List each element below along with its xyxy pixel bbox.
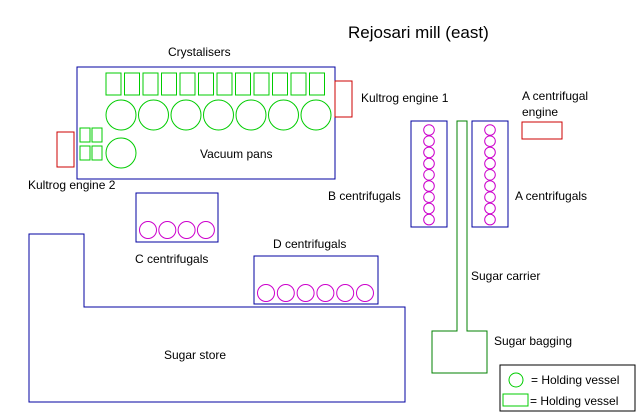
b-centrifugals-building [410,120,448,228]
vacuum-pan [170,99,202,131]
vacuum-pan [235,99,267,131]
crystaliser-tank [79,145,91,161]
b-centrifugals-label: B centrifugals [328,189,401,203]
vacuum-pan [203,99,234,131]
centrifugal [484,191,496,203]
centrifugal [484,169,496,181]
centrifugal [276,284,295,302]
centrifugal [356,284,374,302]
a-centrifugal-engine-label-line1: A centrifugal [522,89,588,103]
a-centrifugal-engine-label-line2: engine [522,105,558,119]
c-centrifugals-building [135,192,219,243]
d-centrifugals-building [253,255,379,305]
centrifugal [336,284,355,302]
centrifugal [177,221,196,239]
d-centrifugals-label: D centrifugals [273,237,346,251]
a-centrifugals-label: A centrifugals [515,189,587,203]
small-vacuum-pan [105,137,137,169]
c-centrifugals-label: C centrifugals [135,252,208,266]
legend-rect-symbol [502,393,529,407]
vacuum-pans-label: Vacuum pans [200,147,273,161]
centrifugal [158,221,177,239]
centrifugal [423,191,435,203]
centrifugal [139,221,157,239]
centrifugal [296,284,315,302]
centrifugal [484,124,496,136]
crystaliser-building [76,66,336,180]
legend: = Holding vessel = Holding vessel [499,364,636,412]
vacuum-pan [300,99,332,131]
crystaliser-tank [235,72,251,96]
crystaliser-tank [216,72,233,96]
crystaliser-tank [309,72,325,96]
sugar-carrier [431,120,488,374]
centrifugal [423,213,435,226]
crystaliser-row [105,72,325,96]
a-centrifugal-column [484,124,496,226]
legend-circle-symbol [508,372,524,388]
kultrog-engine-2 [56,131,75,168]
sugar-bagging-label: Sugar bagging [494,334,572,348]
centrifugal [484,146,496,159]
legend-circle-label: = Holding vessel [531,373,619,387]
legend-rect-label: = Holding vessel [530,394,618,408]
centrifugal [423,180,435,192]
centrifugal [423,124,435,136]
crystaliser-tank [91,145,103,161]
centrifugal [423,135,435,147]
b-centrifugal-column [423,124,435,226]
centrifugal [484,157,496,170]
crystaliser-tank [198,72,214,96]
legend-box [499,364,636,412]
crystaliser-tank [91,127,103,143]
centrifugal [257,284,275,302]
vacuum-pan [138,99,169,131]
a-centrifugal-engine [521,121,563,140]
crystaliser-tank [79,127,91,143]
sugar-carrier-label: Sugar carrier [471,269,540,283]
crystaliser-tank [253,72,270,96]
vacuum-pan [268,99,299,131]
c-centrifugal-row [139,221,215,239]
diagram-title: Rejosari mill (east) [348,23,489,42]
a-centrifugals-building [471,120,509,228]
sugar-store-label: Sugar store [164,348,226,362]
d-centrifugal-row [257,284,374,302]
centrifugal [484,202,496,215]
centrifugal [423,157,435,170]
centrifugal [196,221,215,239]
centrifugal [484,213,496,226]
crystaliser-tank [124,72,140,96]
crystaliser-tank [290,72,307,96]
crystaliser-tank [105,72,122,96]
crystalisers-label: Crystalisers [168,45,231,59]
centrifugal [484,180,496,192]
centrifugal [423,202,435,215]
kultrog-engine-1-label: Kultrog engine 1 [361,91,449,105]
centrifugal [423,169,435,181]
centrifugal [484,135,496,147]
centrifugal [316,284,335,302]
small-crystaliser-group [79,127,103,161]
vacuum-pan [105,99,137,131]
kultrog-engine-2-label: Kultrog engine 2 [28,178,116,192]
sugar-store [28,233,406,403]
crystaliser-tank [179,72,196,96]
crystaliser-tank [142,72,159,96]
centrifugal [423,146,435,159]
crystaliser-tank [161,72,177,96]
crystaliser-tank [272,72,288,96]
vacuum-pan-row [105,99,332,131]
kultrog-engine-1 [334,80,353,118]
